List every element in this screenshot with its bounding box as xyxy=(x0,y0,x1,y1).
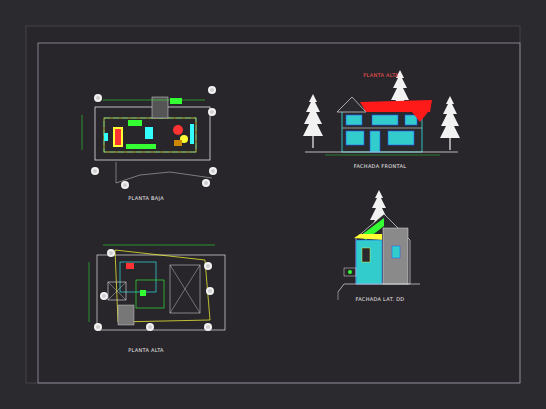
plan-title: PLANTA ALTA xyxy=(128,347,164,353)
elevation-title: FACHADA LAT. DD xyxy=(356,296,405,302)
elevation-title: FACHADA FRONTAL xyxy=(354,163,407,169)
plan-title: PLANTA BAJA xyxy=(128,195,164,201)
plan-title: PLANTA ALTA xyxy=(363,72,399,78)
